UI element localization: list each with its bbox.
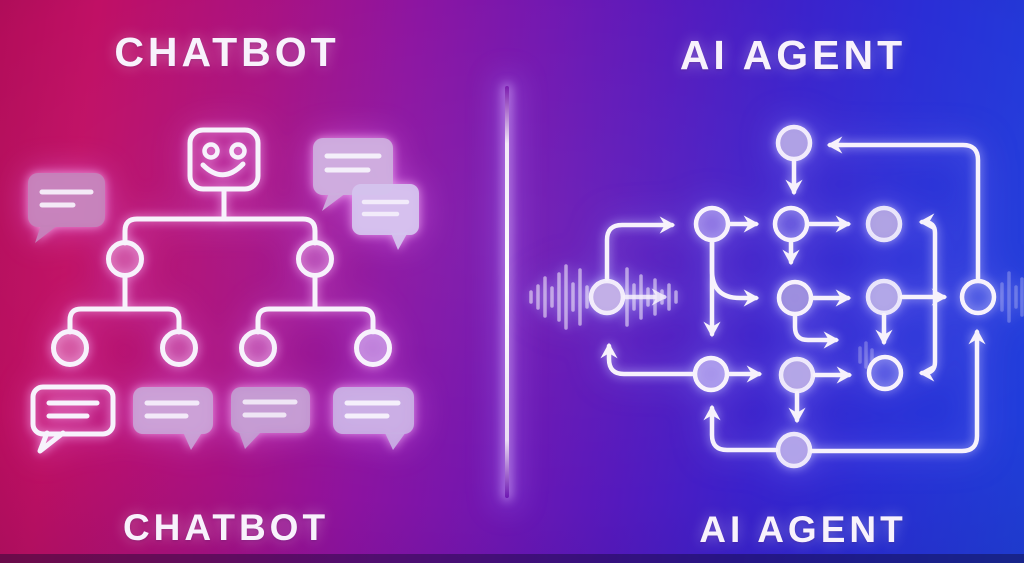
ai-agent-title-top: AI AGENT [679,32,907,78]
graph-node [866,354,904,392]
graph-node [959,278,997,316]
chatbot-diagram [28,127,419,454]
graph-node-waveform [588,278,626,316]
robot-smile [200,161,246,178]
chat-bubble-icon [133,387,213,450]
chat-bubble-icon [231,387,310,449]
graph-node [775,431,813,469]
tree-node [296,240,334,278]
ai-agent-diagram [529,124,1024,469]
agent-graph-edges [600,136,986,454]
graph-node [865,205,903,243]
robot-head-icon [187,127,261,192]
decision-tree-lines [67,186,376,335]
chat-bubble-outline-icon [30,384,116,454]
decision-tree-nodes [51,240,392,367]
chat-bubble-deco-left-icon [28,173,105,243]
edge-loop-bottom-right [809,328,986,454]
ai-agent-title-bottom: AI AGENT [699,509,907,550]
chat-bubble-deco-right-icon [313,138,419,250]
chatbot-title-bottom: CHATBOT [122,507,330,548]
tree-node [354,329,392,367]
divider-line [505,86,509,498]
tree-node [160,329,198,367]
chatbot-title-top: CHATBOT [114,29,340,75]
chat-bubble-icon [333,387,414,450]
graph-node [776,279,814,317]
edge-loop-bottom-left [703,404,779,453]
graph-node [693,205,731,243]
graph-node [772,205,810,243]
robot-eye-left [202,142,220,160]
graph-node [775,124,813,162]
tree-node [51,329,89,367]
graph-node [692,355,730,393]
graph-node [865,278,903,316]
robot-eye-right [229,142,247,160]
bottom-letterbox-band [0,554,1024,563]
graph-node [778,356,816,394]
tree-node [106,240,144,278]
waveform-echo-icon [858,271,1024,369]
tree-node [239,329,277,367]
edge-loop-to-top [826,136,981,282]
agent-graph-nodes [588,124,997,469]
